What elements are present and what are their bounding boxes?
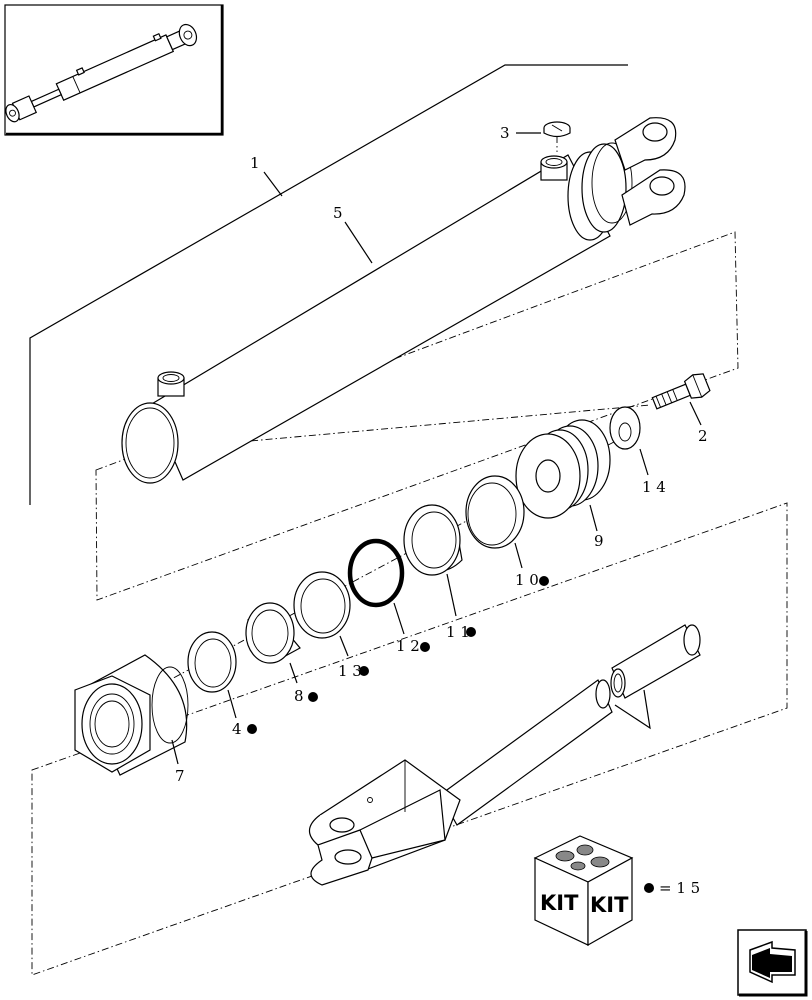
seal-ring-10 <box>465 475 525 549</box>
callout-2: 2 <box>698 427 708 445</box>
kit-label-right: KIT <box>590 893 629 917</box>
callout-1: 1 <box>250 154 260 172</box>
o-ring-12 <box>347 538 405 608</box>
callout-11: 1 1 <box>446 623 470 641</box>
piston <box>515 419 611 519</box>
callout-5: 5 <box>333 204 343 222</box>
piston-rod <box>308 624 701 886</box>
kit-label-left: KIT <box>540 891 579 915</box>
leader-lines <box>171 132 702 765</box>
bushing-8 <box>245 602 301 664</box>
callout-8: 8 <box>294 687 304 705</box>
leader-line-1 <box>29 64 628 505</box>
filled-dot-icon <box>466 627 476 637</box>
callout-9: 9 <box>594 532 604 550</box>
callout-12: 1 2 <box>396 637 420 655</box>
filled-dot-icon <box>359 666 369 676</box>
port-plug <box>543 121 571 152</box>
washer <box>609 406 641 450</box>
filled-dot-icon <box>539 576 549 586</box>
gland-head <box>74 654 189 776</box>
callout-13: 1 3 <box>338 662 362 680</box>
callout-3: 3 <box>500 124 510 142</box>
cylinder-barrel <box>121 117 686 484</box>
bolt <box>651 373 711 410</box>
next-page-arrow-icon[interactable] <box>737 929 808 997</box>
rod-subassembly-outline <box>31 502 788 976</box>
kit-marker-dots <box>247 576 549 734</box>
callout-7: 7 <box>175 767 185 785</box>
filled-dot-icon <box>247 724 257 734</box>
barrel-subassembly-outline <box>95 231 739 601</box>
backup-ring-13 <box>293 571 351 639</box>
wiper-seal-4 <box>187 631 237 693</box>
callout-4: 4 <box>232 720 242 738</box>
filled-dot-icon <box>420 642 430 652</box>
piston-axis <box>109 427 641 713</box>
filled-dot-icon <box>308 692 318 702</box>
callout-14: 1 4 <box>642 478 666 496</box>
kit-box-icon: KIT KIT = 1 5 <box>533 835 700 947</box>
callout-10: 1 0 <box>515 571 539 589</box>
kit-legend: = 1 5 <box>659 879 700 897</box>
cylinder-overview-thumbnail <box>4 4 224 136</box>
filled-dot-icon <box>644 883 654 893</box>
wear-ring-11 <box>403 504 463 576</box>
